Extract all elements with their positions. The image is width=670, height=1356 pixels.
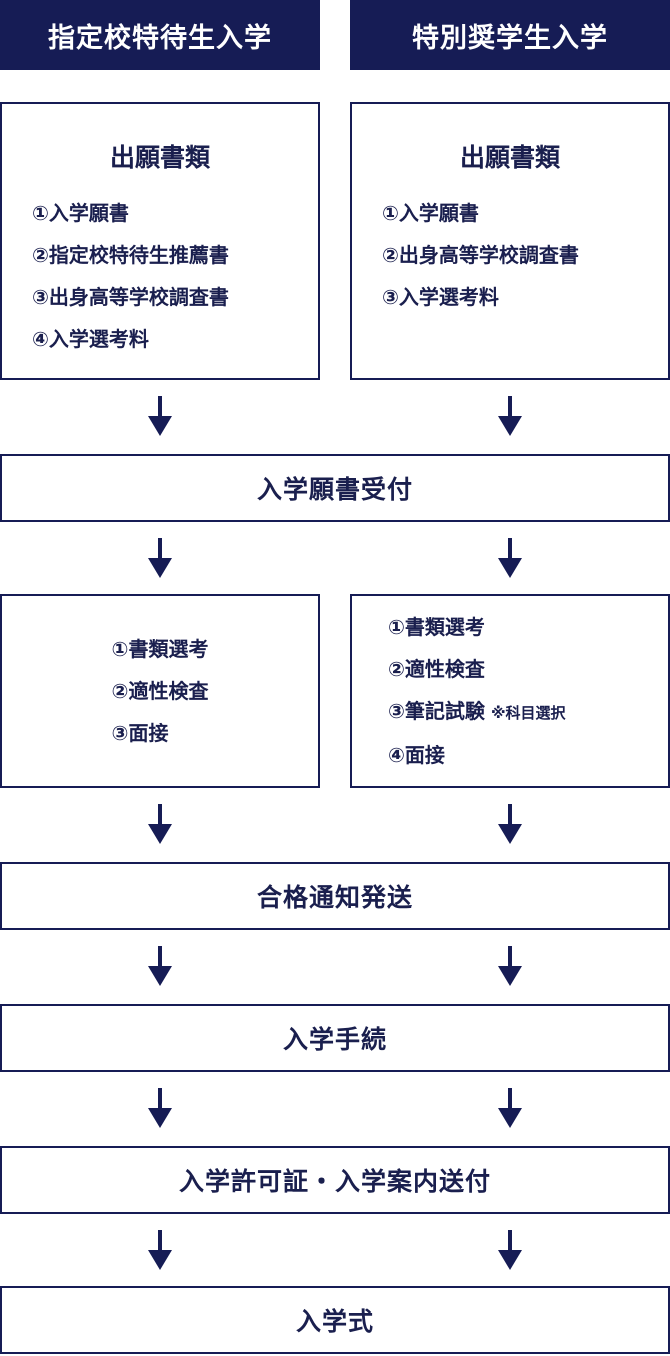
header-right: 特別奨学生入学 bbox=[350, 0, 670, 70]
down-arrow-icon bbox=[498, 1088, 522, 1128]
documents-box-right: 出願書類 ①入学願書 ②出身高等学校調査書 ③入学選考料 bbox=[350, 102, 670, 380]
selection-list-right: ①書類選考 ②適性検査 ③筆記試験 ※科目選択 ④面接 bbox=[388, 606, 566, 776]
stage-ceremony-label: 入学式 bbox=[295, 1307, 374, 1336]
list-item: ④入学選考料 bbox=[32, 327, 149, 351]
selection-list-left: ①書類選考 ②適性検査 ③面接 bbox=[112, 628, 209, 754]
header-right-label: 特別奨学生入学 bbox=[412, 22, 608, 54]
documents-list-right: ①入学願書 ②出身高等学校調査書 ③入学選考料 bbox=[352, 192, 668, 318]
stage-application-label: 入学願書受付 bbox=[256, 475, 413, 504]
documents-list-left: ①入学願書 ②指定校特待生推薦書 ③出身高等学校調査書 ④入学選考料 bbox=[2, 192, 318, 360]
list-item: ①書類選考 bbox=[111, 637, 209, 661]
documents-title-right: 出願書類 bbox=[459, 143, 560, 172]
list-item: ①書類選考 bbox=[388, 615, 485, 639]
documents-box-left: 出願書類 ①入学願書 ②指定校特待生推薦書 ③出身高等学校調査書 ④入学選考料 bbox=[0, 102, 320, 380]
list-item: ②出身高等学校調査書 bbox=[382, 243, 579, 267]
list-item: ③筆記試験 ※科目選択 bbox=[388, 690, 566, 734]
list-item: ②適性検査 bbox=[388, 657, 485, 681]
list-item: ③入学選考料 bbox=[382, 285, 499, 309]
stage-application: 入学願書受付 bbox=[0, 454, 670, 522]
list-item: ④面接 bbox=[388, 743, 445, 767]
list-item: ②適性検査 bbox=[111, 679, 209, 703]
subject-note: ※科目選択 bbox=[490, 704, 566, 722]
stage-ceremony: 入学式 bbox=[0, 1286, 670, 1354]
stage-procedure: 入学手続 bbox=[0, 1004, 670, 1072]
down-arrow-icon bbox=[498, 946, 522, 986]
stage-notification: 合格通知発送 bbox=[0, 862, 670, 930]
list-item: ①入学願書 bbox=[382, 201, 479, 225]
down-arrow-icon bbox=[148, 1088, 172, 1128]
list-item: ①入学願書 bbox=[32, 201, 129, 225]
exam-label: ③筆記試験 bbox=[388, 699, 485, 723]
stage-permit: 入学許可証・入学案内送付 bbox=[0, 1146, 670, 1214]
selection-box-left: ①書類選考 ②適性検査 ③面接 bbox=[0, 594, 320, 788]
down-arrow-icon bbox=[498, 396, 522, 436]
header-left: 指定校特待生入学 bbox=[0, 0, 320, 70]
stage-notification-label: 合格通知発送 bbox=[256, 883, 413, 912]
down-arrow-icon bbox=[148, 804, 172, 844]
down-arrow-icon bbox=[148, 1230, 172, 1270]
selection-box-right: ①書類選考 ②適性検査 ③筆記試験 ※科目選択 ④面接 bbox=[350, 594, 670, 788]
documents-title-left: 出願書類 bbox=[109, 143, 210, 172]
stage-permit-label: 入学許可証・入学案内送付 bbox=[178, 1167, 491, 1196]
down-arrow-icon bbox=[148, 396, 172, 436]
header-left-label: 指定校特待生入学 bbox=[48, 22, 272, 54]
stage-procedure-label: 入学手続 bbox=[282, 1025, 387, 1054]
down-arrow-icon bbox=[498, 538, 522, 578]
down-arrow-icon bbox=[498, 804, 522, 844]
down-arrow-icon bbox=[498, 1230, 522, 1270]
down-arrow-icon bbox=[148, 946, 172, 986]
list-item: ③出身高等学校調査書 bbox=[32, 285, 229, 309]
down-arrow-icon bbox=[148, 538, 172, 578]
list-item: ③面接 bbox=[111, 721, 169, 745]
list-item: ②指定校特待生推薦書 bbox=[32, 243, 229, 267]
